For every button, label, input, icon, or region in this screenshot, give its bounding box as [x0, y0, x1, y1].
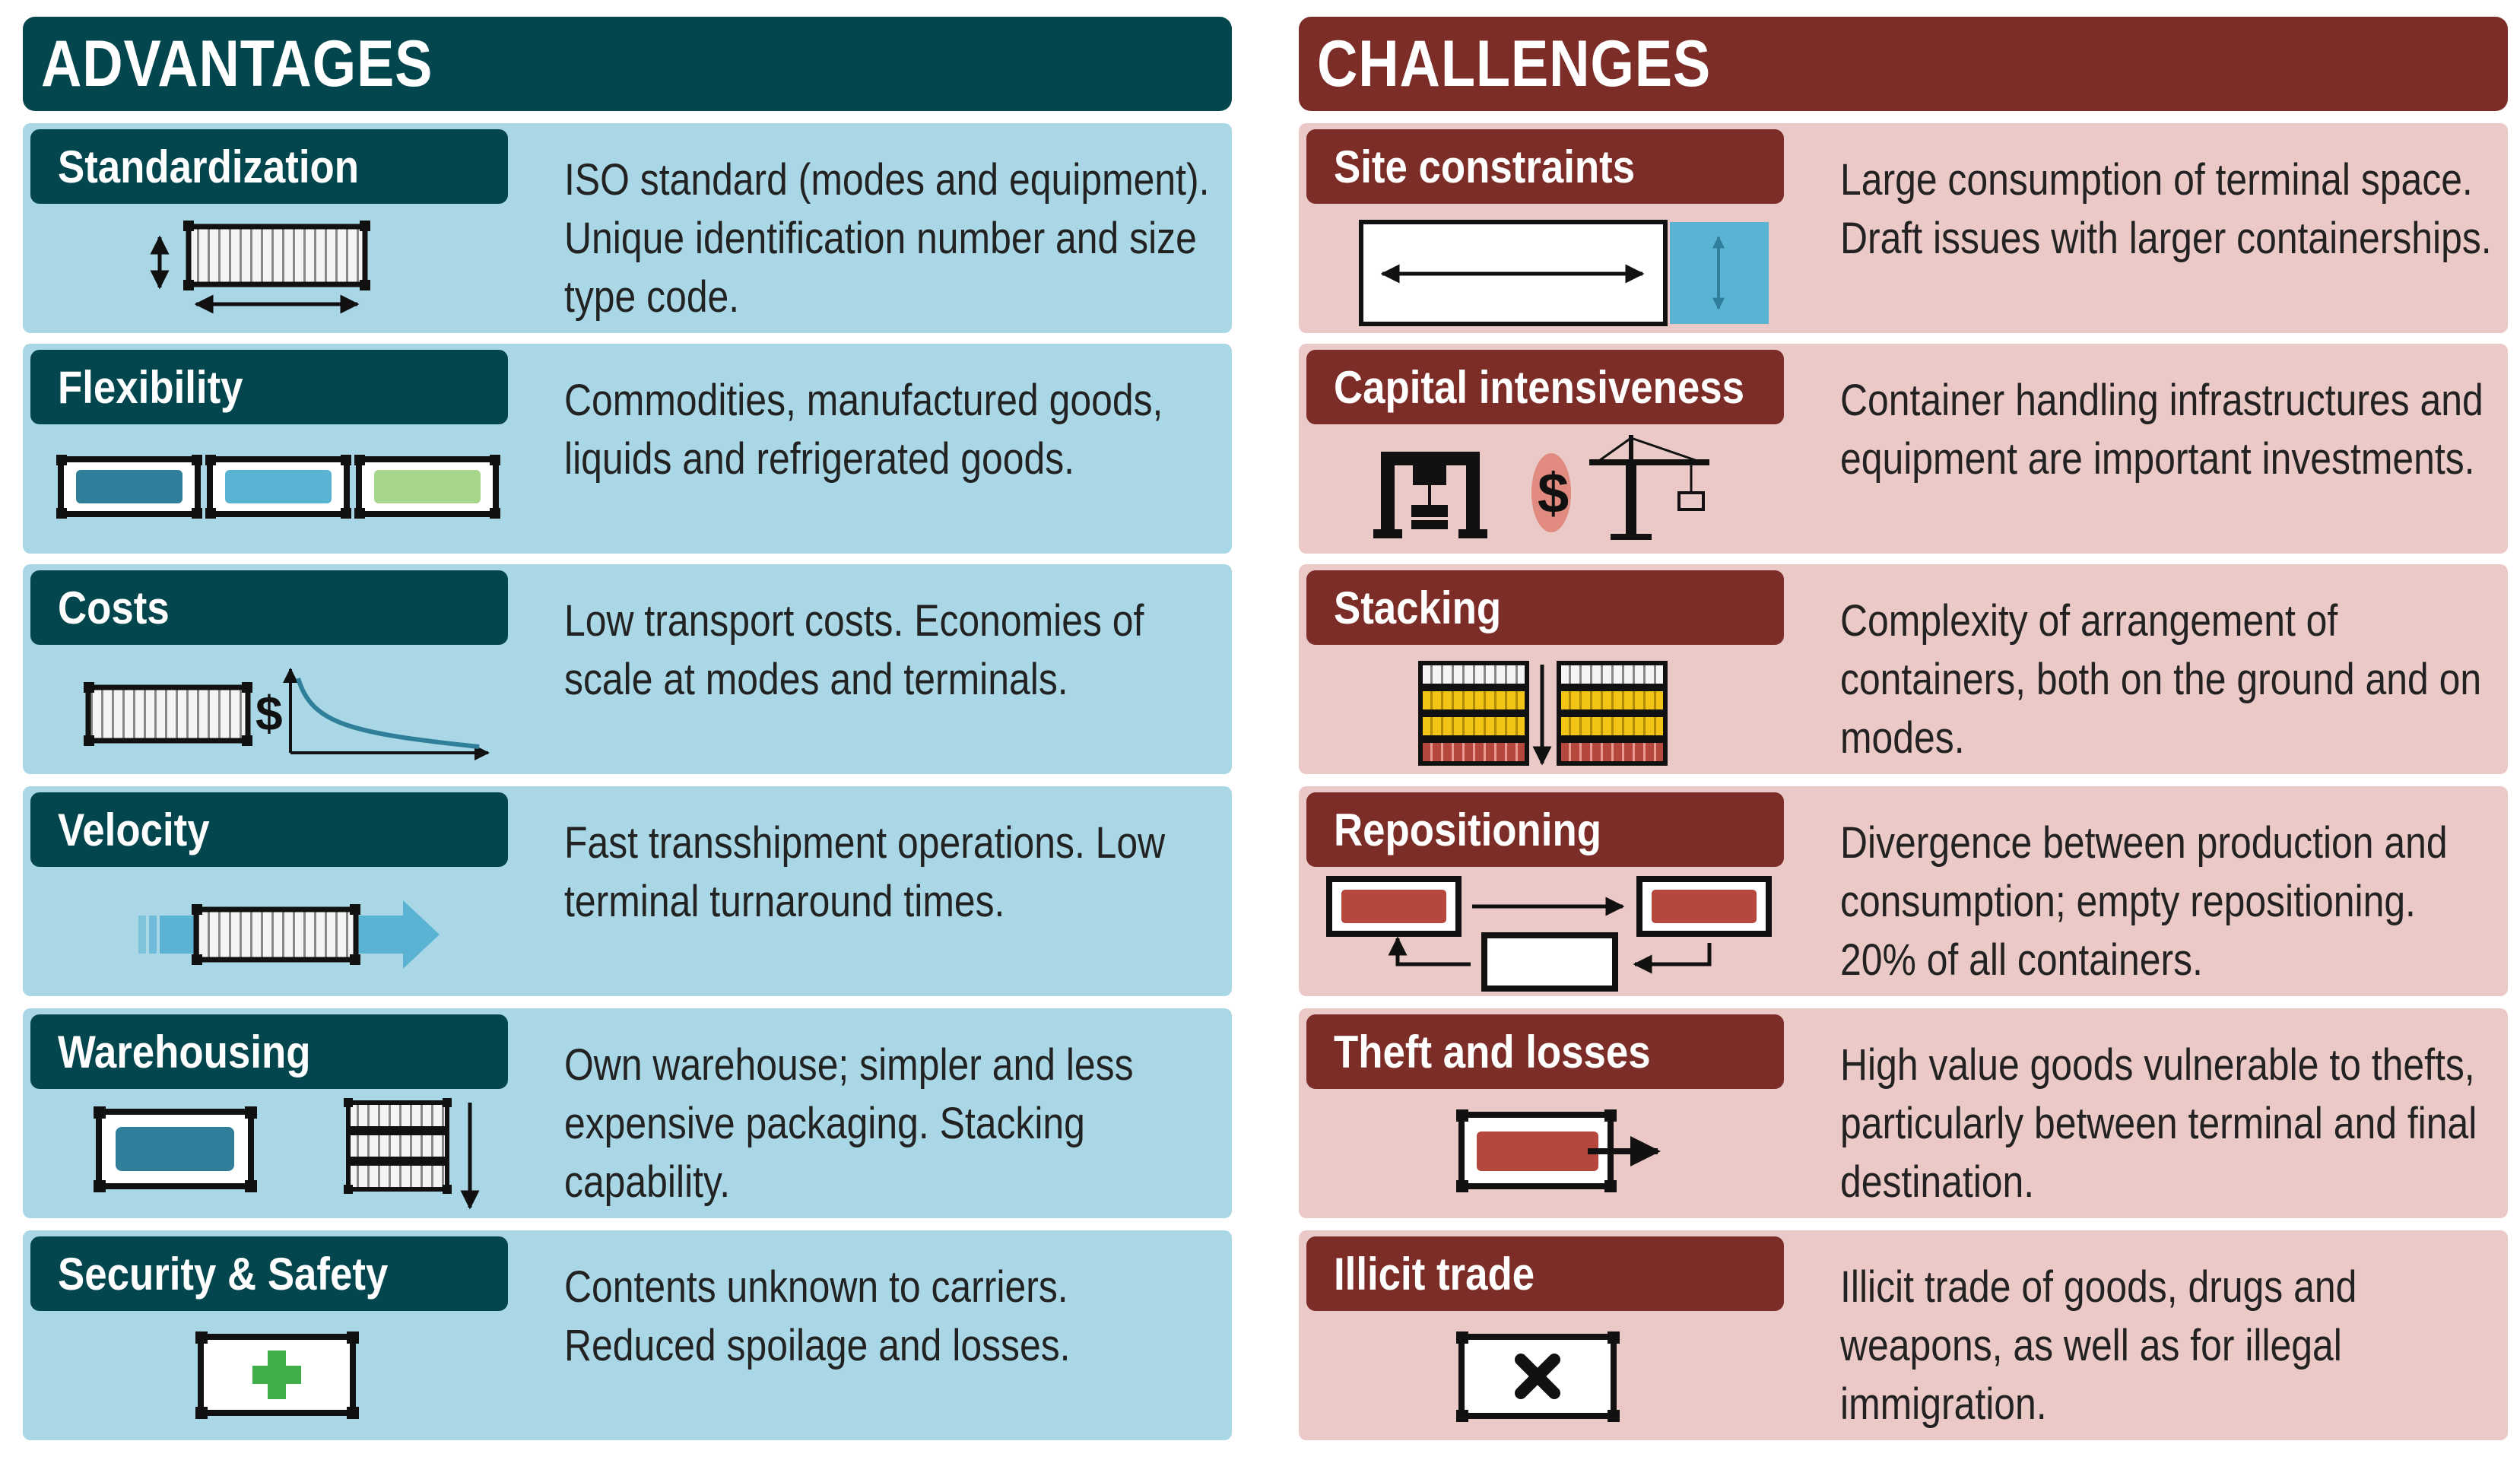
challenge-label-capital-intensiveness: Capital intensiveness [1306, 350, 1784, 424]
advantage-text-security-safety: Contents unknown to carriers. Reduced sp… [564, 1262, 1071, 1370]
challenge-text-site-constraints: Large consumption of terminal space. Dra… [1840, 155, 2492, 263]
advantage-row-warehousing: Warehousing Own warehouse; simpler and l… [23, 1008, 1232, 1218]
challenge-label-site-constraints: Site constraints [1306, 129, 1784, 204]
challenges-title: CHALLENGES [1317, 27, 1712, 100]
advantages-title: ADVANTAGES [41, 27, 433, 100]
advantage-row-security-safety: Security & Safety Contents unknown to ca… [23, 1230, 1232, 1440]
challenge-label-stacking: Stacking [1306, 570, 1784, 645]
container-stacking-icon [94, 1098, 480, 1210]
challenge-text-theft-losses: High value goods vulnerable to thefts, p… [1840, 1040, 2477, 1207]
advantage-text-flexibility: Commodities, manufactured goods, liquids… [564, 376, 1163, 484]
advantage-row-velocity: Velocity Fast transshipment operations. … [23, 786, 1232, 996]
challenges-header: CHALLENGES [1299, 17, 2508, 111]
container-illicit-icon [1456, 1331, 1620, 1422]
svg-text:$: $ [255, 686, 283, 741]
svg-text:$: $ [1538, 462, 1569, 525]
three-containers-icon [56, 455, 500, 519]
challenge-row-repositioning: Repositioning Divergence between product… [1299, 786, 2508, 996]
advantage-label-velocity: Velocity [30, 792, 508, 867]
advantages-header: ADVANTAGES [23, 17, 1232, 111]
challenge-row-site-constraints: Site constraints Large consumption of te… [1299, 123, 2508, 333]
container-theft-icon [1456, 1109, 1661, 1192]
advantage-row-standardization: Standardization ISO standard (modes and … [23, 123, 1232, 333]
advantage-text-velocity: Fast transshipment operations. Low termi… [564, 818, 1166, 926]
challenge-text-stacking: Complexity of arrangement of containers,… [1840, 596, 2482, 763]
advantage-label-flexibility: Flexibility [30, 350, 508, 424]
container-moving-arrow-icon [138, 900, 440, 969]
advantage-label-security-safety: Security & Safety [30, 1236, 508, 1311]
challenges-column: CHALLENGES Site constraints Large consum… [1299, 0, 2508, 1460]
advantage-label-standardization: Standardization [30, 129, 508, 204]
advantage-text-costs: Low transport costs. Economies of scale … [564, 596, 1144, 704]
challenge-text-illicit-trade: Illicit trade of goods, drugs and weapon… [1840, 1262, 2357, 1429]
advantages-column: ADVANTAGES Standardization ISO standard … [23, 0, 1232, 1460]
container-repositioning-icon [1326, 876, 1772, 992]
advantage-text-warehousing: Own warehouse; simpler and less expensiv… [564, 1040, 1134, 1207]
advantage-label-warehousing: Warehousing [30, 1014, 508, 1089]
advantage-row-flexibility: Flexibility Commodities, manufactured go… [23, 344, 1232, 554]
advantage-label-costs: Costs [30, 570, 508, 645]
challenge-label-theft-losses: Theft and losses [1306, 1014, 1784, 1089]
container-stack-complexity-icon [1418, 661, 1668, 766]
container-cost-curve-icon: $ [84, 668, 490, 760]
challenge-row-illicit-trade: Illicit trade Illicit trade of goods, dr… [1299, 1230, 2508, 1440]
challenge-label-repositioning: Repositioning [1306, 792, 1784, 867]
challenge-text-capital-intensiveness: Container handling infrastructures and e… [1840, 376, 2484, 484]
challenge-label-illicit-trade: Illicit trade [1306, 1236, 1784, 1311]
challenge-row-theft-losses: Theft and losses High value goods vulner… [1299, 1008, 2508, 1218]
challenge-text-repositioning: Divergence between production and consum… [1840, 818, 2448, 985]
challenge-row-stacking: Stacking Complexity of arrangement of co… [1299, 564, 2508, 774]
challenge-row-capital-intensiveness: Capital intensiveness $ Container [1299, 344, 2508, 554]
crane-dollar-icon: $ [1373, 435, 1709, 540]
advantage-row-costs: Costs $ Low transport costs. Economies o… [23, 564, 1232, 774]
advantage-text-standardization: ISO standard (modes and equipment). Uniq… [564, 155, 1210, 322]
terminal-space-icon [1359, 220, 1769, 326]
container-cross-icon [195, 1331, 359, 1419]
container-dimensions-icon [150, 221, 370, 314]
